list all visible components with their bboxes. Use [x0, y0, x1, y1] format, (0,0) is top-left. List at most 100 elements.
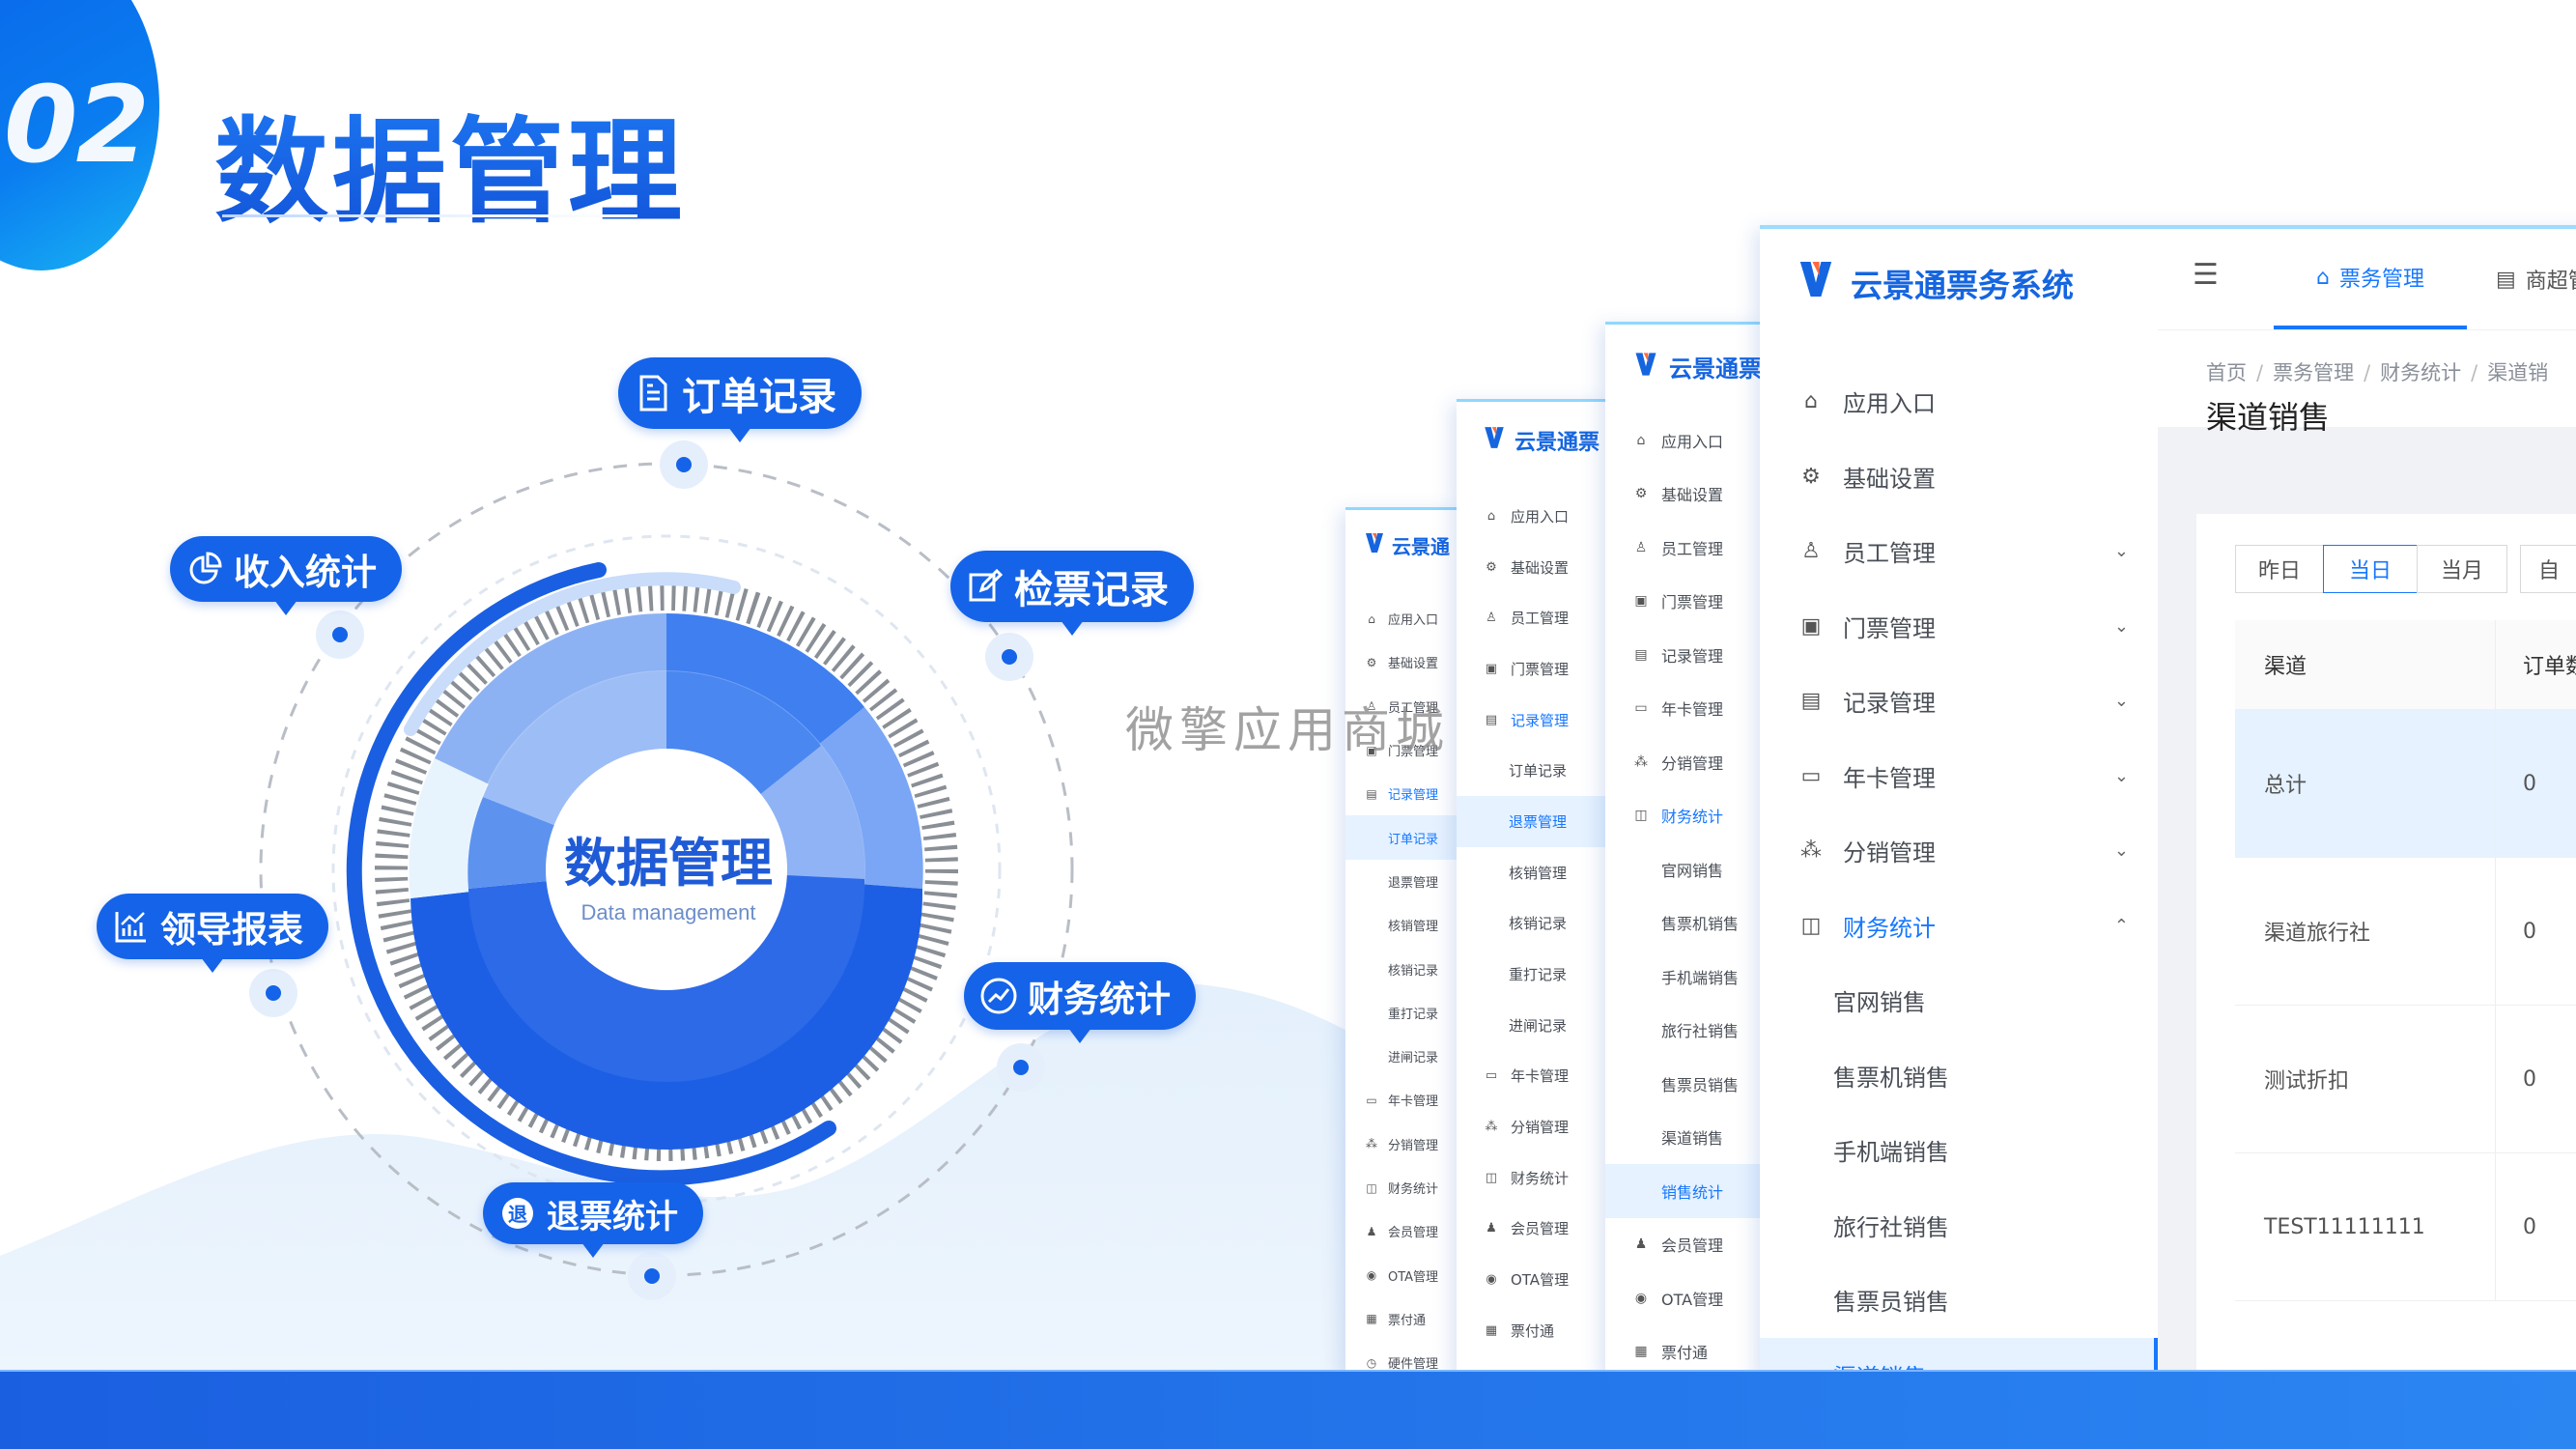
sidebar-item[interactable]: ▤记录管理⌄	[1760, 664, 2158, 739]
sidebar-subitem[interactable]: 旅行社销售	[1760, 1188, 2158, 1264]
sidebar-subitem-label: 官网销售	[1833, 989, 1926, 1017]
page-header: 首页/票务管理/财务统计/渠道销 渠道销售	[2158, 330, 2576, 436]
sidebar-item[interactable]: 核销记录	[1345, 947, 1459, 990]
date-yesterday-button[interactable]: 昨日	[2235, 545, 2324, 593]
sidebar-item[interactable]: 进闸记录	[1345, 1035, 1459, 1078]
sidebar-item[interactable]: ♟会员管理	[1457, 1204, 1607, 1255]
sidebar-item[interactable]: ▭年卡管理⌄	[1760, 739, 2158, 814]
sidebar-item[interactable]: ⌂应用入口	[1760, 364, 2158, 440]
sidebar-item[interactable]: ▤记录管理	[1345, 772, 1459, 815]
sidebar-item[interactable]: ◫财务统计	[1457, 1152, 1607, 1204]
menu-icon: ⁂	[1634, 753, 1648, 770]
sidebar-item[interactable]: ⁂分销管理	[1457, 1101, 1607, 1152]
sidebar-subitem[interactable]: 售票机销售	[1760, 1038, 2158, 1114]
sidebar-item[interactable]: ⌂ 应用入口	[1345, 597, 1459, 640]
cell-orders: 0	[2523, 771, 2536, 796]
watermark: 微擎应用商城	[1125, 702, 1450, 758]
breadcrumb-item[interactable]: 财务统计	[2380, 361, 2462, 384]
sidebar-item[interactable]: ▣门票管理⌄	[1760, 589, 2158, 665]
sidebar-item[interactable]: ▭年卡管理	[1605, 682, 1762, 736]
date-today-button[interactable]: 当日	[2323, 545, 2418, 593]
sidebar-item[interactable]: ♙员工管理	[1345, 685, 1459, 728]
sidebar-subitem[interactable]: 官网销售	[1760, 963, 2158, 1038]
menu-collapse-icon[interactable]: ☰	[2193, 258, 2219, 292]
sidebar-item[interactable]: 售票机销售	[1605, 896, 1762, 951]
chevron-down-icon: ⌄	[2113, 840, 2129, 862]
sidebar-item[interactable]: ⚙基础设置	[1605, 468, 1762, 522]
sidebar-item-label: 基础设置	[1388, 657, 1439, 672]
sidebar-item[interactable]: ⚙基础设置	[1345, 640, 1459, 684]
date-custom-button[interactable]: 自	[2520, 545, 2576, 593]
sidebar-item[interactable]: ⁂分销管理⌄	[1760, 813, 2158, 889]
sidebar-item[interactable]: ▦票付通	[1345, 1297, 1459, 1341]
sidebar-item[interactable]: ⚙基础设置	[1457, 542, 1607, 593]
sidebar-item[interactable]: ♟会员管理	[1605, 1218, 1762, 1272]
tab-ticket-management[interactable]: ⌂ 票务管理	[2274, 229, 2467, 329]
sidebar-item-label: 年卡管理	[1388, 1094, 1439, 1110]
sidebar-item[interactable]: ⌂应用入口	[1457, 491, 1607, 542]
breadcrumb-item[interactable]: 首页	[2206, 361, 2247, 384]
tab-mall-management[interactable]: ▤ 商超管	[2496, 229, 2576, 329]
sidebar-item[interactable]: 退票管理	[1345, 860, 1459, 903]
sidebar-item[interactable]: ▦票付通	[1605, 1325, 1762, 1378]
sidebar-item[interactable]: ▣门票管理	[1457, 643, 1607, 695]
brand-text: 云景通票务系统	[1851, 267, 2074, 304]
table-row[interactable]: 渠道旅行社 0	[2235, 858, 2576, 1006]
sidebar-item[interactable]: 订单记录	[1345, 815, 1459, 860]
sidebar-item[interactable]: ▦票付通	[1457, 1305, 1607, 1356]
sidebar-item[interactable]: 进闸记录	[1457, 1000, 1607, 1051]
sidebar-item-label: 门票管理	[1388, 745, 1439, 760]
report-card: 昨日 当日 当月 自 渠道 订单数 总计 0 渠道旅行社 0 测试折扣	[2196, 514, 2576, 1378]
sidebar-item-label: 硬件管理	[1388, 1357, 1439, 1373]
sidebar-item[interactable]: ◉OTA管理	[1605, 1271, 1762, 1325]
breadcrumb-item[interactable]: 票务管理	[2273, 361, 2355, 384]
table-row[interactable]: 总计 0	[2235, 710, 2576, 858]
sidebar-item[interactable]: ▤记录管理	[1605, 628, 1762, 682]
sidebar-item[interactable]: 核销管理	[1457, 847, 1607, 898]
sidebar-item[interactable]: 销售统计	[1605, 1164, 1762, 1218]
sidebar-item[interactable]: ♙员工管理⌄	[1760, 514, 2158, 589]
sidebar-item[interactable]: 订单记录	[1457, 745, 1607, 796]
sidebar-item[interactable]: ♙员工管理	[1605, 521, 1762, 575]
sidebar-item[interactable]: ◫财务统计	[1605, 789, 1762, 843]
sidebar-item-label: 年卡管理	[1661, 700, 1724, 720]
sidebar-item[interactable]: 核销记录	[1457, 898, 1607, 950]
sidebar-item[interactable]: 核销管理	[1345, 903, 1459, 947]
sidebar-item[interactable]: ◉OTA管理	[1457, 1254, 1607, 1305]
sidebar-item[interactable]: ⁂分销管理	[1605, 735, 1762, 789]
table-row[interactable]: 测试折扣 0	[2235, 1006, 2576, 1153]
sidebar-item[interactable]: ▭年卡管理	[1345, 1078, 1459, 1122]
sidebar-item[interactable]: ◉OTA管理	[1345, 1253, 1459, 1296]
sidebar-item[interactable]: 重打记录	[1345, 991, 1459, 1035]
sidebar-item[interactable]: 售票员销售	[1605, 1057, 1762, 1111]
sidebar-item[interactable]: ▭年卡管理	[1457, 1051, 1607, 1102]
sidebar-item[interactable]: ⌂应用入口	[1605, 413, 1762, 468]
sidebar-item-label: 应用入口	[1511, 507, 1570, 526]
sidebar-item[interactable]: ◫财务统计	[1345, 1166, 1459, 1209]
sidebar-subitem[interactable]: 手机端销售	[1760, 1113, 2158, 1188]
sidebar-item[interactable]: ▣门票管理	[1605, 575, 1762, 629]
sidebar-item[interactable]: 重打记录	[1457, 949, 1607, 1000]
sidebar-item[interactable]: ▤记录管理	[1457, 695, 1607, 746]
feature-label: 财务统计	[1028, 979, 1171, 1020]
sidebar-item[interactable]: ▣门票管理	[1345, 728, 1459, 772]
menu-icon: ▤	[1485, 712, 1498, 727]
sidebar-item[interactable]: 官网销售	[1605, 842, 1762, 896]
sidebar-item[interactable]: ⚙基础设置	[1760, 440, 2158, 515]
sidebar-item[interactable]: ♟会员管理	[1345, 1209, 1459, 1253]
date-month-button[interactable]: 当月	[2417, 545, 2507, 593]
sidebar-item-label: 应用入口	[1388, 613, 1439, 629]
sidebar-item-label: 基础设置	[1511, 558, 1570, 577]
sidebar-item[interactable]: ⁂分销管理	[1345, 1122, 1459, 1166]
sidebar-item[interactable]: 渠道销售	[1605, 1111, 1762, 1165]
sidebar-item[interactable]: ♙员工管理	[1457, 592, 1607, 643]
sidebar-item[interactable]: 旅行社销售	[1605, 1004, 1762, 1058]
menu-icon: ▦	[1634, 1344, 1648, 1360]
menu-icon: ⌂	[1368, 611, 1375, 626]
sidebar-item[interactable]: 退票管理	[1457, 796, 1607, 847]
table-row[interactable]: TEST11111111 0	[2235, 1153, 2576, 1301]
sidebar-subitem[interactable]: 售票员销售	[1760, 1263, 2158, 1338]
sidebar-item[interactable]: ◫财务统计⌃	[1760, 889, 2158, 964]
sidebar-item[interactable]: ◷硬件管理	[1345, 1341, 1459, 1378]
sidebar-item[interactable]: 手机端销售	[1605, 950, 1762, 1004]
